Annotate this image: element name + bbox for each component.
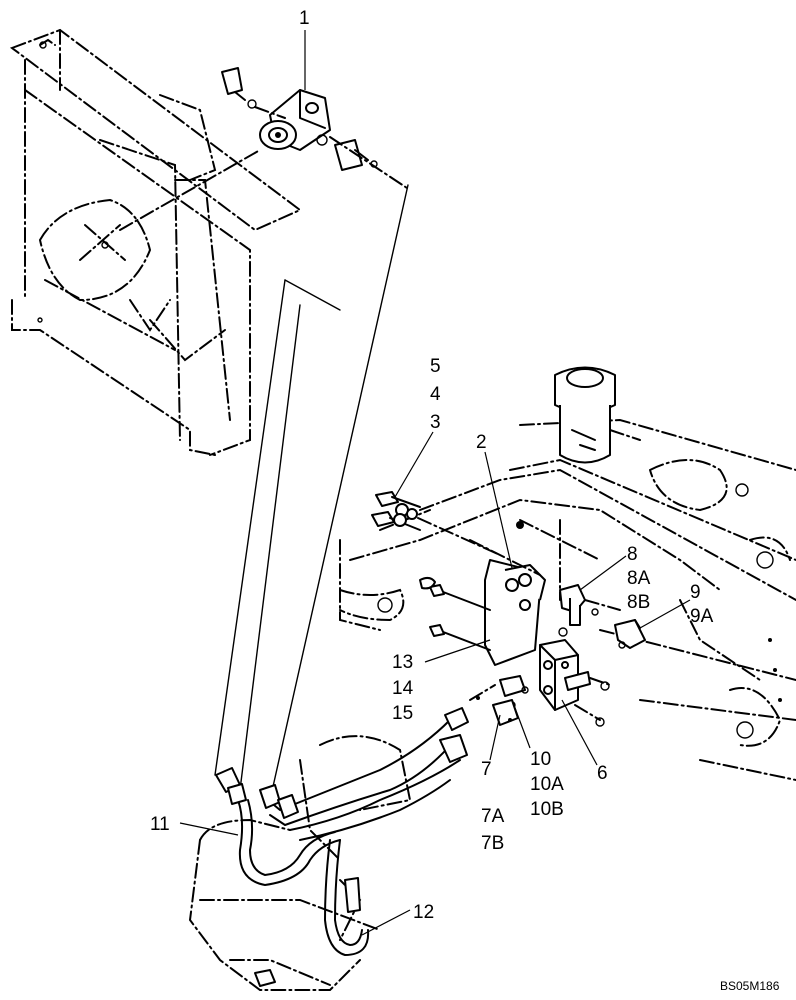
hose-routing-lines [214,184,409,801]
chassis-frame [339,418,796,781]
pump-housing [188,735,412,991]
callout-12: 12 [413,902,434,923]
callout-7a: 7A [481,806,505,827]
callout-5: 5 [430,356,441,377]
callout-9: 9 [690,582,701,603]
leader-lines [179,30,691,936]
callout-8: 8 [627,544,638,565]
valve-block [539,627,611,727]
hydraulic-motor [119,89,331,231]
mounting-bracket [469,539,546,666]
callout-9a: 9A [690,606,714,627]
callout-8b: 8B [627,592,650,613]
callout-7b: 7B [481,833,504,854]
callout-8a: 8A [627,568,651,589]
hose-12 [324,839,370,956]
callout-10: 10 [530,749,551,770]
cooler-frame [9,28,302,456]
callout-14: 14 [392,678,414,699]
callout-7: 7 [481,759,492,780]
callout-11: 11 [150,814,170,835]
callout-6: 6 [597,763,608,784]
callout-2: 2 [476,432,487,453]
motor-fittings [221,67,411,191]
hose-bundle [259,707,469,841]
drawing-code: BS05M186 [720,979,780,993]
lower-bolts [419,576,491,651]
callout-10b: 10B [530,799,564,820]
bolt-and-washers [371,491,501,556]
elbow-fitting-8 [559,584,621,626]
callout-10a: 10A [530,774,564,795]
callout-4: 4 [430,384,441,405]
callout-labels: 1 2 5 4 3 8 8A 8B 9 9A 13 14 15 10 10A 1… [150,8,780,993]
cylinder-mount [554,366,641,464]
fitting-9 [614,619,646,649]
callout-15: 15 [392,703,413,724]
callout-1: 1 [299,8,310,29]
callout-13: 13 [392,652,413,673]
hose-11 [215,767,341,886]
callout-3: 3 [430,412,441,433]
